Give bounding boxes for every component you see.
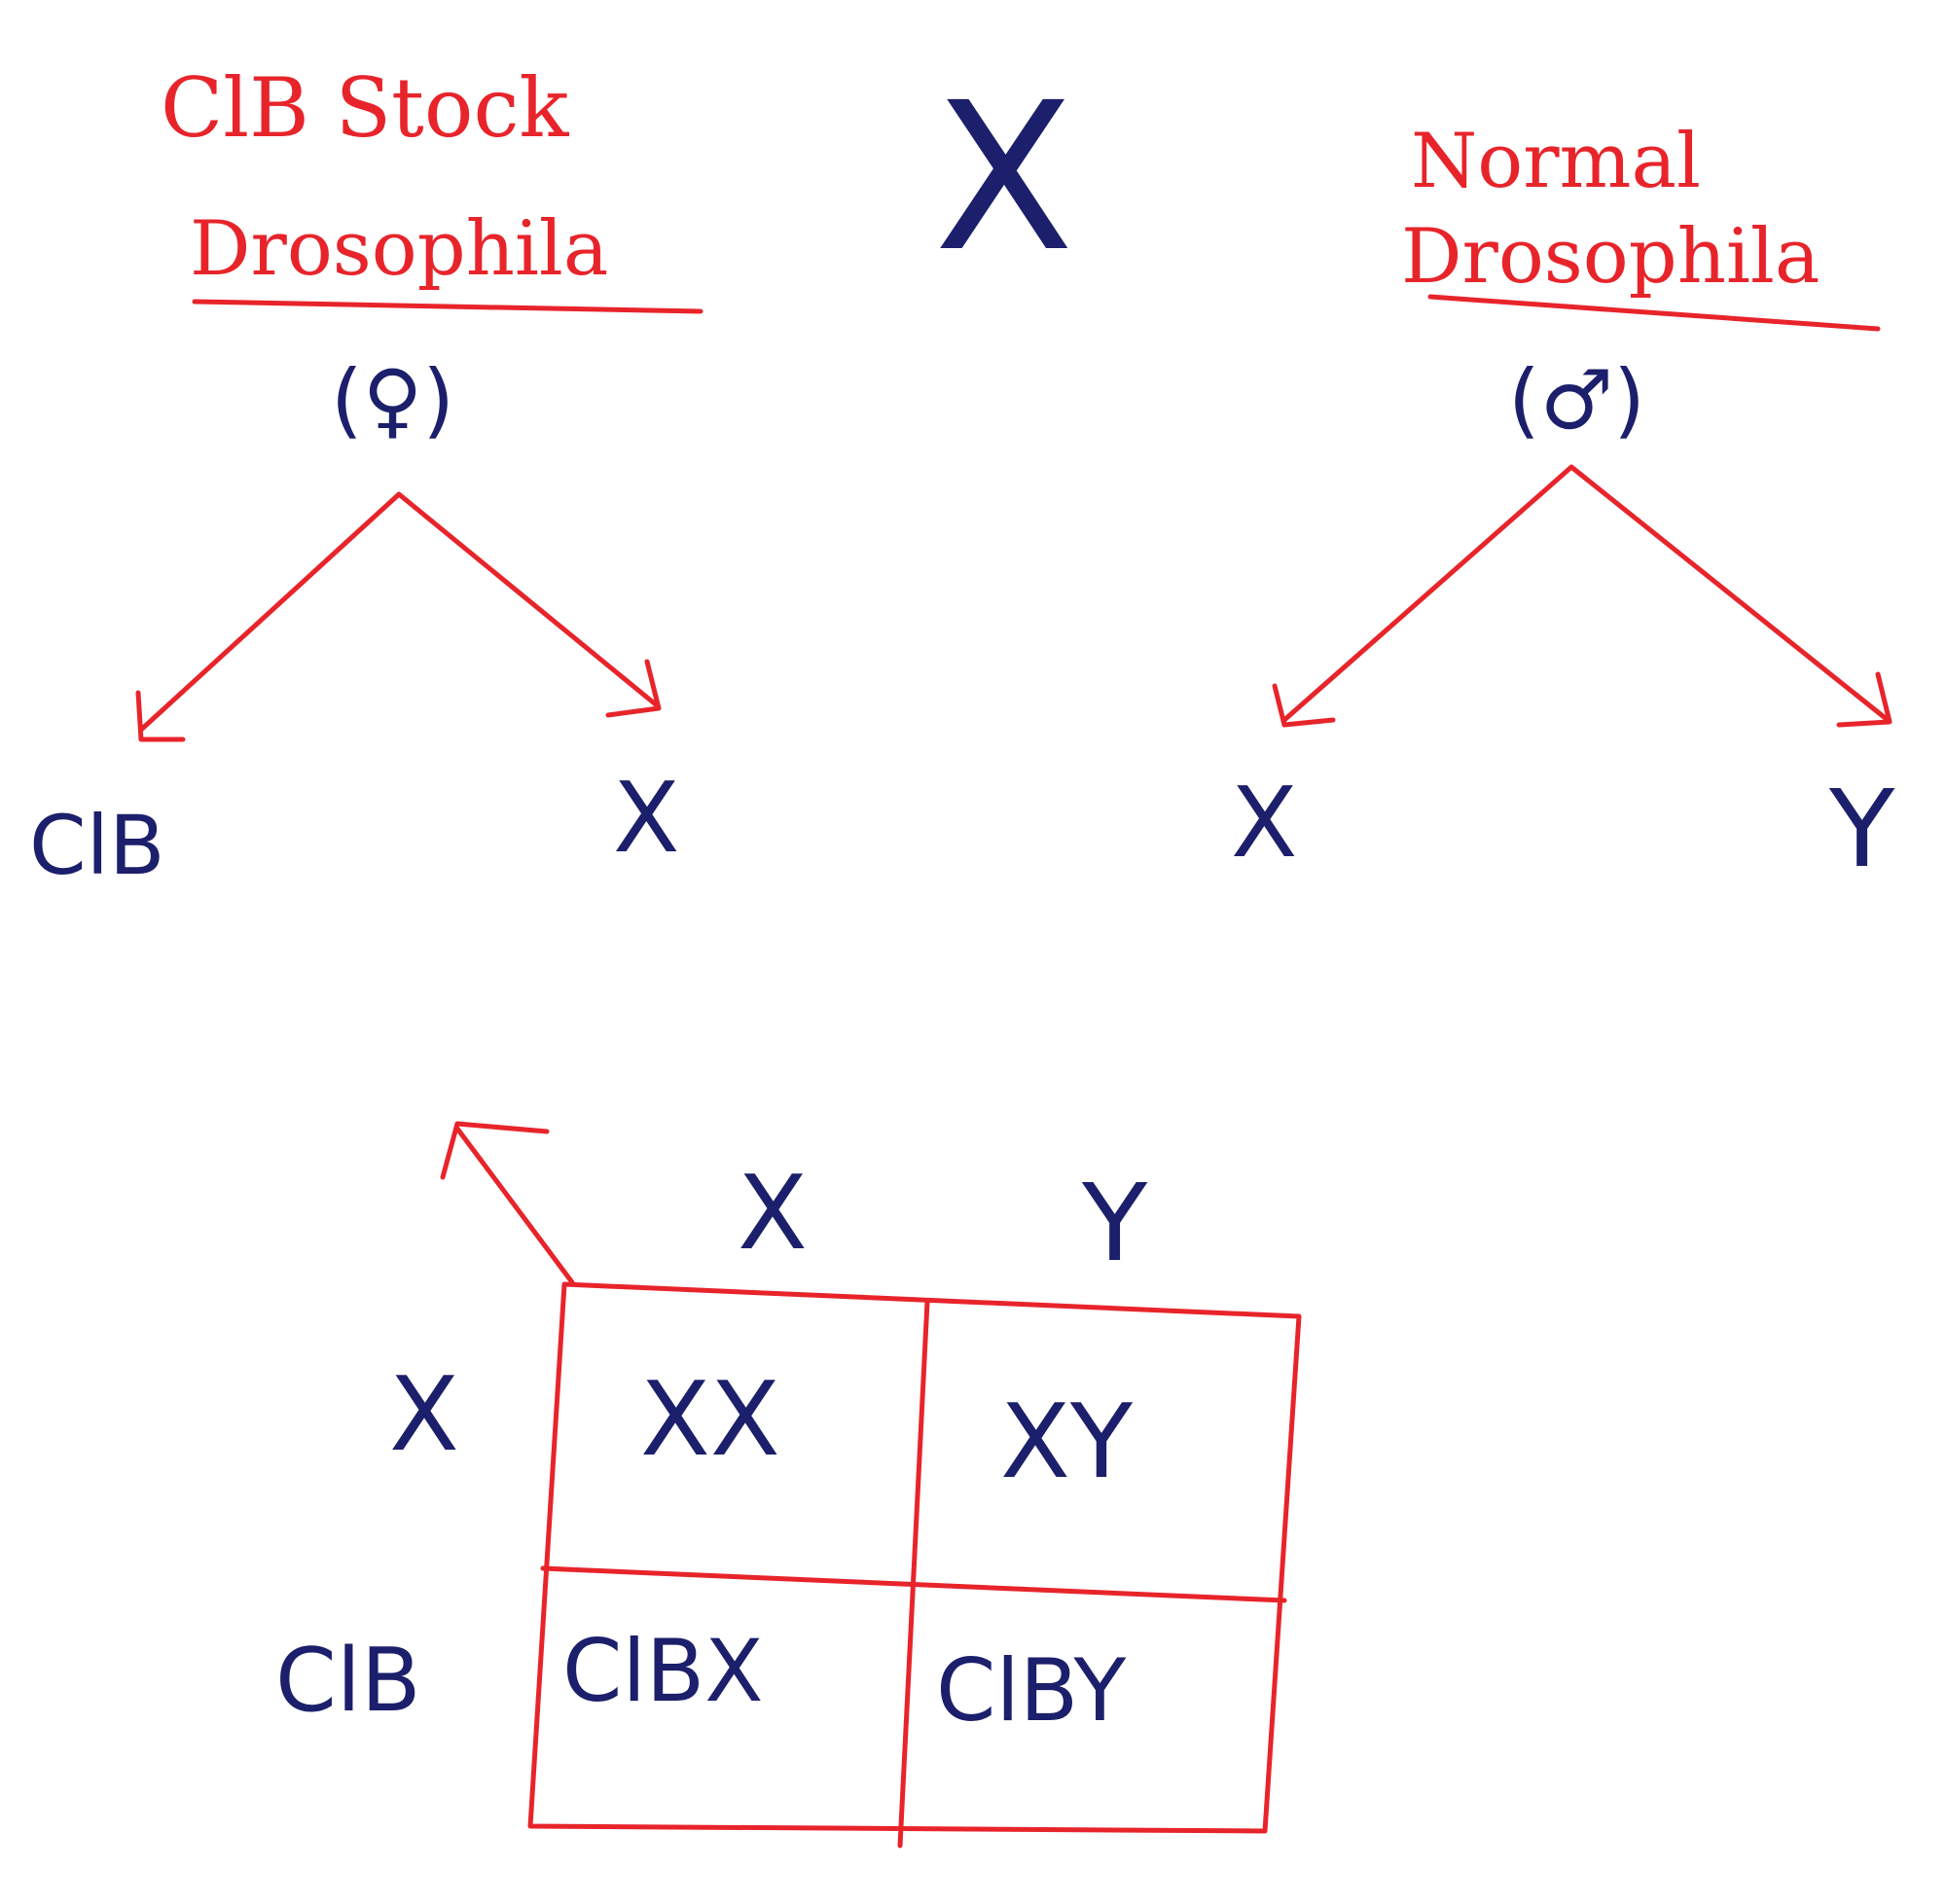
male-arrowhead-right	[1836, 671, 1893, 728]
male-arrowhead-left	[1272, 683, 1336, 728]
male-title-line2: Drosophila	[1401, 213, 1820, 301]
female-title-line2: Drosophila	[190, 205, 608, 293]
punnett-horizontal-divider	[540, 1565, 1287, 1603]
punnett-corner-arrowhead	[440, 1121, 550, 1180]
punnett-cell-clby: ClBY	[936, 1640, 1126, 1741]
punnett-vertical-divider	[897, 1299, 930, 1849]
male-arrow-right	[1568, 464, 1891, 723]
female-arrowhead-right	[605, 659, 662, 718]
male-arrow-left	[1281, 464, 1574, 723]
male-sex-symbol: (♂)	[1508, 352, 1645, 448]
male-title-underline	[1427, 294, 1881, 332]
female-sex-symbol: (♀)	[331, 352, 454, 448]
female-gamete-x: X	[613, 761, 680, 875]
punnett-col-header-y: Y	[1081, 1161, 1148, 1285]
punnett-col-header-x: X	[738, 1154, 808, 1273]
cross-symbol: X	[934, 58, 1074, 297]
punnett-row-header-x: X	[389, 1355, 459, 1474]
punnett-grid	[527, 1281, 1302, 1849]
female-title-underline	[192, 299, 703, 314]
male-gamete-x: X	[1231, 766, 1298, 880]
female-arrowhead-left	[135, 690, 186, 742]
punnett-cell-xx: XX	[640, 1360, 780, 1479]
male-title-line1: Normal	[1411, 118, 1701, 205]
punnett-corner-arrow	[454, 1126, 575, 1285]
punnett-outer-border	[527, 1281, 1302, 1834]
female-gamete-clb: ClB	[29, 798, 165, 893]
male-gamete-y: Y	[1828, 767, 1895, 891]
female-arrow-left	[138, 491, 402, 733]
punnett-cell-xy: XY	[1000, 1383, 1134, 1501]
female-arrow-right	[396, 491, 660, 708]
punnett-row-header-clb: ClB	[275, 1630, 421, 1732]
punnett-cell-clbx: ClBX	[562, 1621, 764, 1721]
female-title-line1: ClB Stock	[161, 60, 569, 156]
